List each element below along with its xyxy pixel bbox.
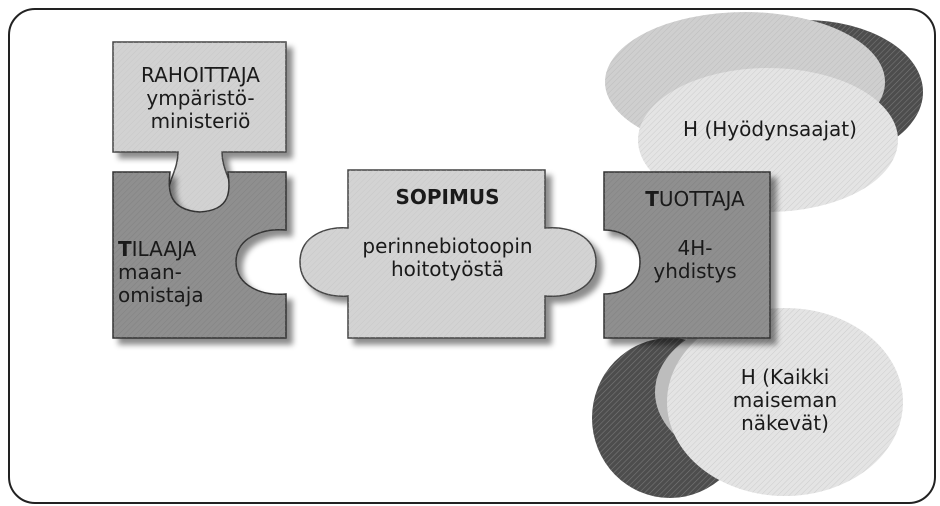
beneficiaries-top-text: H (Hyödynsaajat) [683,117,857,141]
tuottaja-line-1: 4H- [677,236,713,260]
beneficiaries-bottom-label: H (Kaikki maiseman näkevät) [710,366,860,435]
sopimus-title: SOPIMUS [395,185,500,209]
rahoittaja-line-1: RAHOITTAJA [141,63,260,87]
rahoittaja-line-3: ministeriö [150,109,251,133]
tuottaja-rest: UOTTAJA [658,187,745,211]
tuottaja-line-2: yhdistys [653,259,737,283]
sopimus-line-1: perinnebiotoopin [362,234,533,258]
beneficiaries-bottom-line-3: näkevät) [741,411,829,435]
beneficiaries-bottom-line-2: maiseman [732,388,838,412]
sopimus-label: SOPIMUS perinnebiotoopin hoitotyöstä [345,186,550,281]
beneficiaries-top-label: H (Hyödynsaajat) [655,118,885,141]
tilaaja-label: TILAAJA maan- omistaja [118,238,228,307]
tuottaja-label: TUOTTAJA 4H- yhdistys [620,188,770,283]
beneficiaries-bottom-line-1: H (Kaikki [740,365,830,389]
tilaaja-line-1: maan- [118,260,182,284]
rahoittaja-label: RAHOITTAJA ympäristö- ministeriö [113,64,288,133]
tilaaja-title: TILAAJA [118,238,228,261]
tuottaja-initial: T [645,187,659,211]
rahoittaja-line-2: ympäristö- [146,86,255,110]
sopimus-line-2: hoitotyöstä [391,257,504,281]
tuottaja-title: TUOTTAJA [620,188,770,211]
beneficiaries-bottom-cloud [592,308,903,498]
tilaaja-line-2: omistaja [118,283,204,307]
tilaaja-rest: ILAAJA [131,237,197,261]
tilaaja-initial: T [118,237,132,261]
